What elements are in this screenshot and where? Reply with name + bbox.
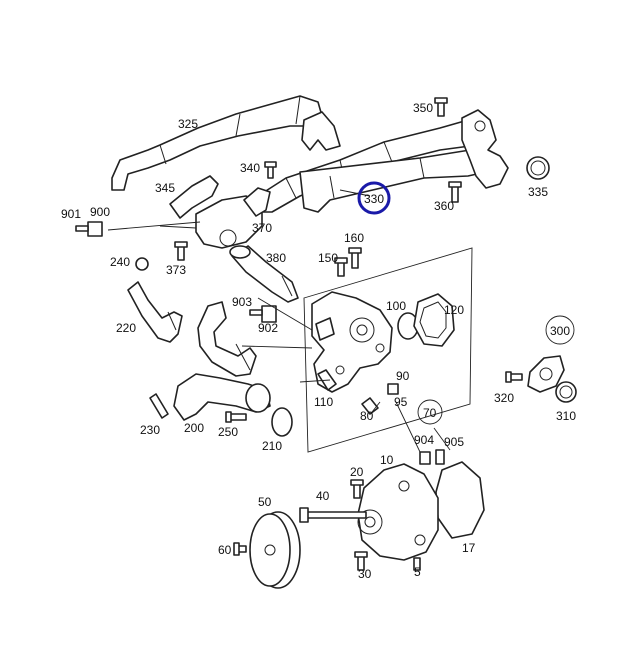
label-5[interactable]: 5 [414, 565, 421, 579]
bolt-60[interactable] [233, 542, 247, 556]
hose-200[interactable] [173, 373, 271, 421]
label-373[interactable]: 373 [166, 263, 186, 277]
pulley-50[interactable] [249, 511, 301, 589]
housing-frame [303, 247, 473, 453]
label-345[interactable]: 345 [155, 181, 175, 195]
bolt-40[interactable] [299, 507, 367, 523]
label-100[interactable]: 100 [386, 299, 406, 313]
gasket-310[interactable] [555, 381, 577, 403]
label-330[interactable]: 330 [364, 192, 384, 206]
hose-upper-200[interactable] [197, 301, 257, 377]
bolt-20[interactable] [350, 479, 364, 499]
label-40[interactable]: 40 [316, 489, 330, 503]
part-5[interactable] [413, 557, 421, 571]
hose-345[interactable] [169, 175, 219, 219]
label-340[interactable]: 340 [240, 161, 260, 175]
bolt-150[interactable] [334, 257, 348, 277]
label-310[interactable]: 310 [556, 409, 576, 423]
pipe-flange-right[interactable] [461, 109, 509, 189]
bolt-160[interactable] [348, 247, 362, 269]
callout-circle-70 [417, 399, 443, 425]
leader-lines [107, 189, 451, 453]
bolt-320[interactable] [505, 371, 523, 383]
label-60[interactable]: 60 [218, 543, 232, 557]
label-50[interactable]: 50 [258, 495, 272, 509]
label-90[interactable]: 90 [396, 369, 410, 383]
label-320[interactable]: 320 [494, 391, 514, 405]
label-10[interactable]: 10 [380, 453, 394, 467]
hose-380[interactable] [229, 245, 299, 303]
part-labels: 325 350 340 345 330 335 360 901 900 370 … [61, 101, 576, 581]
label-120[interactable]: 120 [444, 303, 464, 317]
highlight-circle-330 [357, 181, 391, 215]
label-325[interactable]: 325 [178, 117, 198, 131]
label-370[interactable]: 370 [252, 221, 272, 235]
label-901[interactable]: 901 [61, 207, 81, 221]
sensor-300[interactable] [527, 355, 565, 393]
coolant-pipe-330[interactable] [257, 119, 491, 213]
coolant-pipe-325[interactable] [111, 95, 341, 191]
label-200[interactable]: 200 [184, 421, 204, 435]
label-30[interactable]: 30 [358, 567, 372, 581]
label-220[interactable]: 220 [116, 321, 136, 335]
label-350[interactable]: 350 [413, 101, 433, 115]
part-90[interactable] [387, 383, 399, 395]
label-80[interactable]: 80 [360, 409, 374, 423]
clip-240[interactable] [135, 257, 149, 271]
label-902[interactable]: 902 [258, 321, 278, 335]
label-160[interactable]: 160 [344, 231, 364, 245]
label-900[interactable]: 900 [90, 205, 110, 219]
gasket-17[interactable] [435, 461, 485, 539]
label-335[interactable]: 335 [528, 185, 548, 199]
label-903[interactable]: 903 [232, 295, 252, 309]
label-905[interactable]: 905 [444, 435, 464, 449]
label-230[interactable]: 230 [140, 423, 160, 437]
label-240[interactable]: 240 [110, 255, 130, 269]
label-380[interactable]: 380 [266, 251, 286, 265]
pump-housing-70[interactable] [311, 291, 393, 393]
label-20[interactable]: 20 [350, 465, 364, 479]
label-150[interactable]: 150 [318, 251, 338, 265]
label-110[interactable]: 110 [314, 395, 333, 409]
bolt-250[interactable] [225, 411, 247, 423]
bolt-360[interactable] [448, 181, 462, 203]
bolt-373[interactable] [174, 241, 188, 261]
hose-220[interactable] [127, 281, 183, 343]
sensor-905[interactable] [435, 449, 445, 465]
label-95[interactable]: 95 [394, 395, 408, 409]
label-360[interactable]: 360 [434, 199, 454, 213]
o-ring-210[interactable] [271, 407, 293, 437]
gasket-335[interactable] [526, 156, 550, 180]
sensor-902[interactable] [249, 305, 277, 323]
bolt-30[interactable] [354, 551, 368, 571]
sensor-900[interactable] [75, 221, 103, 237]
label-70[interactable]: 70 [423, 406, 437, 420]
label-250[interactable]: 250 [218, 425, 238, 439]
callout-circle-300 [545, 315, 575, 345]
thermostat-housing-370[interactable] [195, 187, 271, 249]
label-904[interactable]: 904 [414, 433, 434, 447]
water-pump-10[interactable] [357, 463, 439, 561]
bolt-350[interactable] [434, 97, 448, 117]
label-210[interactable]: 210 [262, 439, 282, 453]
label-300[interactable]: 300 [550, 324, 570, 338]
label-17[interactable]: 17 [462, 541, 476, 555]
hose-230[interactable] [149, 393, 169, 419]
sensor-904[interactable] [419, 451, 431, 465]
gasket-120[interactable] [413, 293, 455, 347]
bolt-340[interactable] [264, 161, 277, 179]
